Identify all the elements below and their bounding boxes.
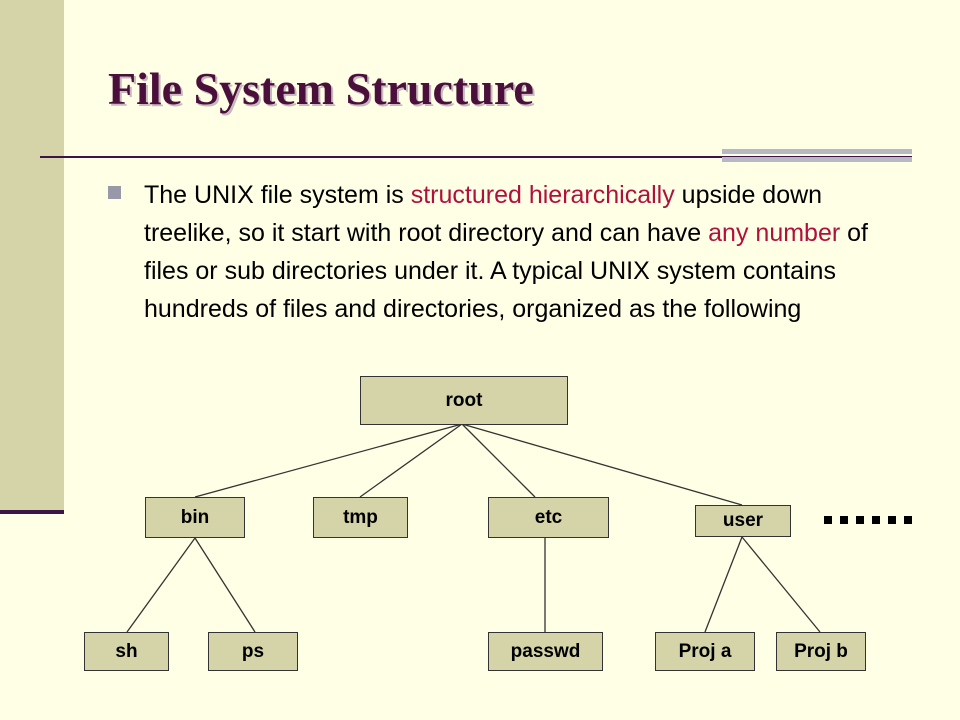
edge-root-etc bbox=[461, 423, 536, 498]
title-underline bbox=[40, 156, 912, 158]
node-root: root bbox=[360, 376, 568, 425]
edge-root-tmp bbox=[359, 423, 463, 498]
node-ps: ps bbox=[208, 632, 298, 671]
node-user: user bbox=[695, 505, 791, 537]
edge-root-bin bbox=[194, 423, 463, 498]
bullet-item: The UNIX file system is structured hiera… bbox=[108, 176, 898, 328]
node-etc: etc bbox=[488, 497, 609, 538]
node-tmp: tmp bbox=[313, 497, 408, 538]
node-sh: sh bbox=[84, 632, 169, 671]
bullet-highlight-2: any number bbox=[708, 219, 841, 247]
title-underline-accent bbox=[722, 149, 912, 164]
bullet-text-part-1: The UNIX file system is bbox=[144, 181, 411, 209]
slide-title: File System Structure bbox=[108, 63, 534, 114]
node-bin: bin bbox=[145, 497, 245, 538]
bullet-text-part-3: of files or sub directories under it. A … bbox=[144, 219, 868, 323]
edge-bin-sh bbox=[126, 537, 196, 633]
bullet-marker bbox=[108, 186, 121, 199]
node-passwd: passwd bbox=[488, 632, 603, 671]
node-proj-a: Proj a bbox=[655, 632, 755, 671]
edge-bin-ps bbox=[194, 537, 256, 633]
node-proj-b: Proj b bbox=[776, 632, 866, 671]
more-directories-ellipsis bbox=[824, 516, 914, 524]
edge-root-user bbox=[461, 423, 743, 506]
bullet-text-part-2: upside down treelike, so it start with r… bbox=[144, 181, 823, 247]
bullet-highlight-1: structured hierarchically bbox=[410, 181, 675, 209]
side-bar-edge bbox=[0, 510, 64, 514]
side-bar bbox=[0, 0, 64, 512]
edge-user-proj-a bbox=[704, 536, 743, 633]
bullet-text: The UNIX file system is structured hiera… bbox=[144, 176, 898, 328]
edge-user-proj-b bbox=[741, 536, 821, 633]
